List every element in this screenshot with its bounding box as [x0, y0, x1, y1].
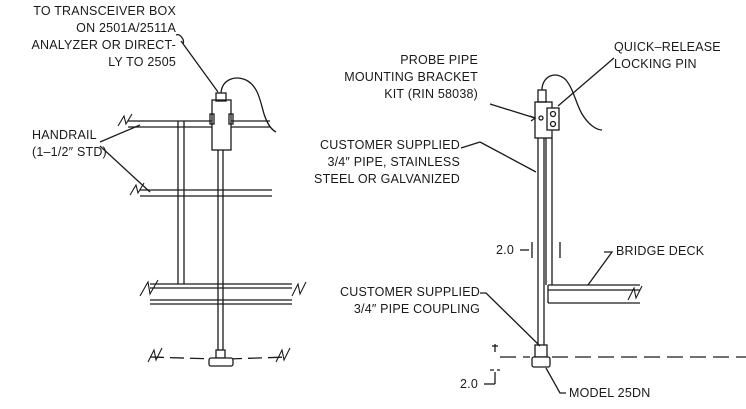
break-symbol-lower-rail	[129, 182, 145, 196]
bracket-line-3: KIT (RIN 58038)	[384, 87, 478, 101]
left-ground-break	[147, 347, 163, 363]
pipe-line-2: 3/4″ PIPE, STAINLESS	[327, 155, 460, 169]
left-bracket-housing	[211, 99, 232, 151]
coupling-line-1: CUSTOMER SUPPLIED	[339, 285, 480, 299]
handrail-line-2: (1–1/2″ STD)	[32, 145, 107, 159]
break-symbol-upper-rail	[117, 113, 133, 127]
transceiver-line-3: ANALYZER OR DIRECT-	[31, 38, 176, 52]
transceiver-line-2: ON 2501A/2511A	[76, 21, 176, 35]
bridge-deck-slab	[547, 284, 643, 304]
upper-rail	[117, 113, 270, 128]
upper-dimension	[520, 242, 561, 258]
right-support-post	[545, 138, 553, 285]
handrail-note: HANDRAIL (1–1/2″ STD)	[32, 127, 107, 161]
transceiver-note: TO TRANSCEIVER BOX ON 2501A/2511A ANALYZ…	[31, 3, 176, 71]
handrail-leader-lower	[99, 145, 151, 193]
rail-posts	[177, 121, 185, 284]
bracket-leader	[489, 103, 536, 119]
right-probe-pipe	[537, 135, 545, 345]
handrail-line-1: HANDRAIL	[32, 128, 97, 142]
lower-dimension	[484, 344, 498, 385]
left-deck-slab	[139, 279, 307, 305]
right-cable	[541, 74, 603, 131]
dimension-upper-label: 2.0	[496, 243, 514, 257]
bracket-bolt-mid	[538, 115, 544, 121]
bracket-bolt-top	[549, 110, 557, 118]
left-sensor-puck	[208, 357, 234, 367]
left-bracket-clamp-right	[228, 113, 234, 125]
coupling-note: CUSTOMER SUPPLIED 3/4″ PIPE COUPLING	[340, 284, 480, 318]
handrail-leader-upper	[99, 124, 141, 143]
bracket-line-1: PROBE PIPE	[400, 53, 478, 67]
pin-leader	[557, 57, 615, 107]
coupling-line-2: 3/4″ PIPE COUPLING	[353, 302, 480, 316]
coupling-leader	[480, 292, 541, 347]
bracket-note: PROBE PIPE MOUNTING BRACKET KIT (RIN 580…	[344, 52, 478, 103]
dimension-lower-label: 2.0	[460, 377, 478, 391]
pipe-leader	[460, 141, 537, 173]
left-probe-pipe	[217, 150, 224, 350]
model-leader	[545, 367, 566, 394]
pin-line-2: LOCKING PIN	[614, 57, 697, 71]
left-bracket-clamp	[209, 113, 215, 125]
left-sensor-stem	[215, 349, 226, 359]
transceiver-line-1: TO TRANSCEIVER BOX	[33, 4, 176, 18]
right-view	[460, 57, 746, 394]
left-cable	[220, 77, 277, 133]
model-label: MODEL 25DN	[569, 386, 651, 400]
bridge-deck-leader	[587, 251, 614, 286]
lower-rail	[129, 182, 272, 197]
right-sensor-body	[534, 344, 548, 358]
left-view	[99, 34, 307, 367]
right-sensor-puck	[531, 356, 551, 368]
bridge-deck-label: BRIDGE DECK	[616, 244, 705, 258]
transceiver-line-4: LY TO 2505	[108, 55, 176, 69]
bracket-line-2: MOUNTING BRACKET	[344, 70, 478, 84]
pipe-note: CUSTOMER SUPPLIED 3/4″ PIPE, STAINLESS S…	[314, 137, 460, 188]
pipe-line-3: STEEL OR GALVANIZED	[314, 172, 460, 186]
bracket-bolt-bottom	[549, 120, 557, 128]
pin-note: QUICK–RELEASE LOCKING PIN	[614, 39, 721, 73]
pin-line-1: QUICK–RELEASE	[614, 40, 721, 54]
transceiver-leader	[175, 34, 219, 93]
pipe-line-1: CUSTOMER SUPPLIED	[319, 138, 460, 152]
bracket-leader-arrow	[529, 115, 537, 122]
right-pipe-cap	[537, 89, 547, 103]
